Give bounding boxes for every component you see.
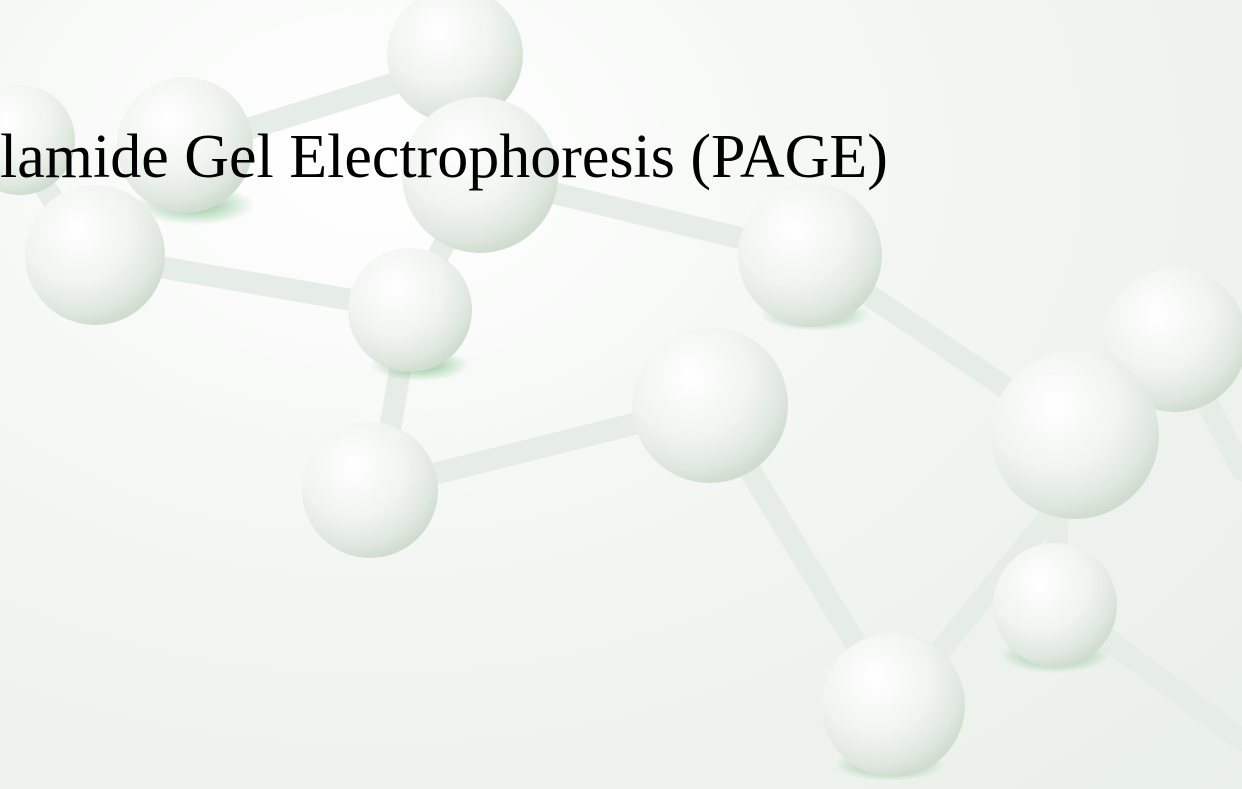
molecule-shadows — [135, 185, 1110, 781]
slide-title: lamide Gel Electrophoresis (PAGE) — [0, 123, 888, 191]
